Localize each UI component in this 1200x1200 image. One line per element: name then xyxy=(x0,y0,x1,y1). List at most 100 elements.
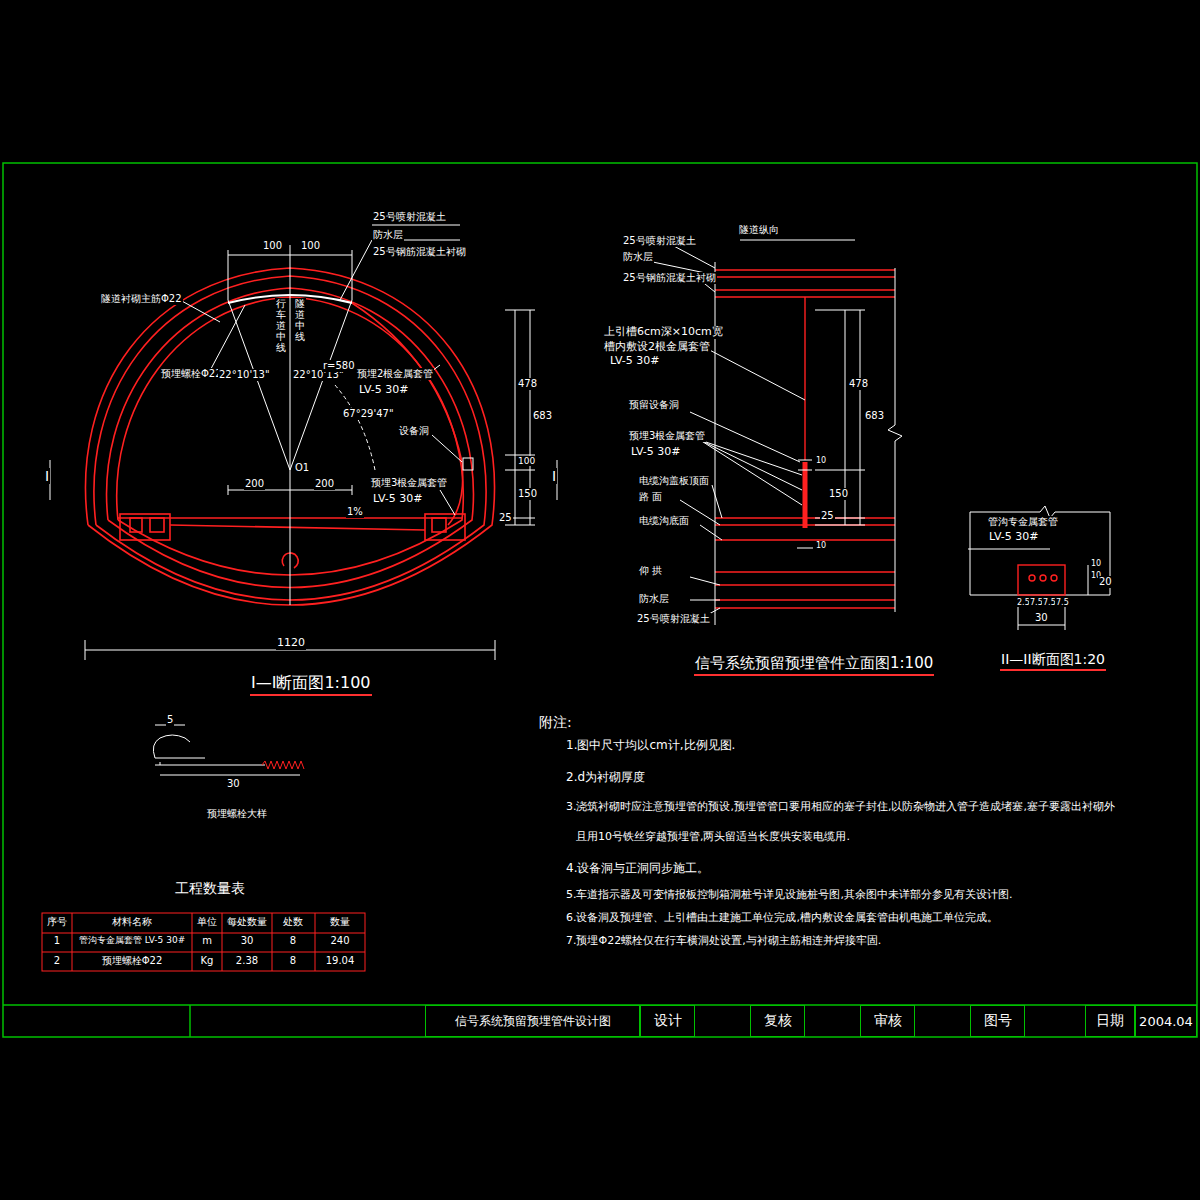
title-block-cell: 审核 xyxy=(860,1005,915,1037)
view-title: I—I断面图1:100 xyxy=(250,674,372,696)
drawing-label: 683 xyxy=(864,410,885,422)
drawing-label: 150 xyxy=(517,488,538,500)
title-block-cell: 图号 xyxy=(970,1005,1025,1037)
drawing-label: 478 xyxy=(517,378,538,390)
drawing-label: 20 xyxy=(1098,576,1113,588)
title-block-cell: 复核 xyxy=(750,1005,805,1037)
drawing-label: I xyxy=(551,468,557,484)
drawing-label: 电缆沟盖板顶面 xyxy=(638,475,710,487)
drawing-label: 2 xyxy=(53,955,61,967)
drawing-label: r=580 xyxy=(322,360,356,372)
drawing-label: 3.浇筑衬砌时应注意预埋管的预设,预埋管管口要用相应的塞子封住,以防杂物进入管子… xyxy=(565,801,1116,814)
drawing-label: 30 xyxy=(240,935,255,947)
drawing-label: 5.车道指示器及可变情报板控制箱洞桩号详见设施桩号图,其余图中未详部分参见有关设… xyxy=(565,889,1014,902)
drawing-label: 工程数量表 xyxy=(174,880,246,896)
drawing-label: 8 xyxy=(289,955,297,967)
drawing-label: 240 xyxy=(329,935,350,947)
title-block-cell: 设计 xyxy=(640,1005,695,1037)
drawing-label: 隧道中线 xyxy=(294,298,306,342)
drawing-label: 槽内敷设2根金属套管 xyxy=(603,341,711,354)
drawing-label: 67°29'47" xyxy=(342,408,395,420)
drawing-label: 10 xyxy=(815,456,827,465)
drawing-label: 且用10号铁丝穿越预埋管,两头留适当长度供安装电缆用. xyxy=(575,831,851,844)
view-title: 信号系统预留预埋管件立面图1:100 xyxy=(694,655,934,676)
drawing-label: 7.预埋Φ22螺栓仅在行车横洞处设置,与衬砌主筋相连并焊接牢固. xyxy=(565,935,882,948)
view-title: II—II断面图1:20 xyxy=(1000,651,1106,671)
drawing-label: LV-5 30# xyxy=(372,493,423,506)
drawing-label: Kg xyxy=(200,955,215,967)
drawing-label: LV-5 30# xyxy=(988,531,1039,544)
drawing-label: 行车道中线 xyxy=(275,298,287,353)
drawing-label: 数量 xyxy=(329,916,351,928)
drawing-label: 设备洞 xyxy=(398,425,430,437)
drawing-label: 管沟专金属套管 LV-5 30# xyxy=(78,935,186,945)
drawing-label: 25 xyxy=(820,510,835,522)
drawing-label: 8 xyxy=(289,935,297,947)
drawing-label: m xyxy=(201,935,213,947)
drawing-label: 25号钢筋混凝土衬砌 xyxy=(622,272,717,284)
drawing-label: 100 xyxy=(517,456,536,466)
drawing-label: 预埋3根金属套管 xyxy=(628,430,706,442)
drawing-label: 150 xyxy=(828,488,849,500)
cell-text: 审核 xyxy=(874,1012,902,1030)
cell-text: 设计 xyxy=(654,1012,682,1030)
drawing-label: 序号 xyxy=(46,916,68,928)
title-block-cell: 2004.04 xyxy=(1135,1005,1197,1037)
cell-text: 图号 xyxy=(984,1012,1012,1030)
drawing-label: 2.38 xyxy=(235,955,259,967)
cell-text: 复核 xyxy=(764,1012,792,1030)
drawing-label: 材料名称 xyxy=(111,916,153,928)
drawing-label: 预埋螺栓Φ22 xyxy=(160,368,223,380)
drawing-label: 100 xyxy=(300,240,321,252)
drawing-label: 25 xyxy=(498,512,513,524)
drawing-label: 25号喷射混凝土 xyxy=(622,235,697,247)
title-block-cell: 信号系统预留预埋管件设计图 xyxy=(425,1005,640,1037)
drawing-label: 30 xyxy=(226,778,241,790)
drawing-label: 防水层 xyxy=(372,229,404,241)
drawing-label: 上引槽6cm深×10cm宽 xyxy=(603,326,724,339)
drawing-label: 预留设备洞 xyxy=(628,399,680,411)
drawing-label: 防水层 xyxy=(622,251,654,263)
title-block-cell: 日期 xyxy=(1085,1005,1135,1037)
drawing-label: 管沟专金属套管 xyxy=(987,516,1059,528)
drawing-label: 附注: xyxy=(538,714,573,730)
drawing-label: 防水层 xyxy=(638,593,670,605)
drawing-label: 5 xyxy=(166,714,174,726)
drawing-label: 1% xyxy=(346,506,364,518)
drawing-label: 200 xyxy=(244,478,265,490)
drawing-label: 路 面 xyxy=(638,491,663,503)
drawing-label: LV-5 30# xyxy=(358,384,409,397)
cell-text: 信号系统预留预埋管件设计图 xyxy=(455,1013,611,1030)
drawing-label: 电缆沟底面 xyxy=(638,515,690,527)
drawing-label: 单位 xyxy=(196,916,218,928)
drawing-label: 1 xyxy=(53,935,61,947)
drawing-label: 6.设备洞及预埋管、上引槽由土建施工单位完成,槽内敷设金属套管由机电施工单位完成… xyxy=(565,912,999,925)
drawing-label: 22°10'13" xyxy=(218,369,271,381)
drawing-label: 1.图中尺寸均以cm计,比例见图. xyxy=(565,739,736,753)
drawing-label: 7.5 xyxy=(1055,598,1070,607)
drawing-label: 预埋螺栓Φ22 xyxy=(101,955,164,967)
drawing-label: 2.d为衬砌厚度 xyxy=(565,771,646,785)
drawing-label: 10 xyxy=(815,541,827,550)
drawing-label: 预埋2根金属套管 xyxy=(356,368,434,380)
drawing-label: 预埋3根金属套管 xyxy=(370,477,448,489)
drawing-label: 25号钢筋混凝土衬砌 xyxy=(372,246,467,258)
drawing-label: 478 xyxy=(848,378,869,390)
drawing-label: 19.04 xyxy=(325,955,356,967)
drawing-label: 隧道纵向 xyxy=(738,224,780,236)
drawing-label: 683 xyxy=(532,410,553,422)
drawing-label: 处数 xyxy=(282,916,304,928)
drawing-label: 预埋螺栓大样 xyxy=(206,808,268,820)
drawing-label: 200 xyxy=(314,478,335,490)
drawing-label: LV-5 30# xyxy=(630,446,681,459)
drawing-label: 25号喷射混凝土 xyxy=(372,211,447,223)
drawing-label: 仰 拱 xyxy=(638,565,663,577)
drawing-label: 25号喷射混凝土 xyxy=(636,613,711,625)
cell-text: 日期 xyxy=(1096,1012,1124,1030)
drawing-label: 每处数量 xyxy=(226,916,268,928)
drawing-label: 隧道衬砌主筋Φ22 xyxy=(100,293,183,305)
drawing-label: O1 xyxy=(294,462,310,474)
drawing-label: 1120 xyxy=(276,637,306,650)
drawing-label: 4.设备洞与正洞同步施工。 xyxy=(565,862,710,876)
